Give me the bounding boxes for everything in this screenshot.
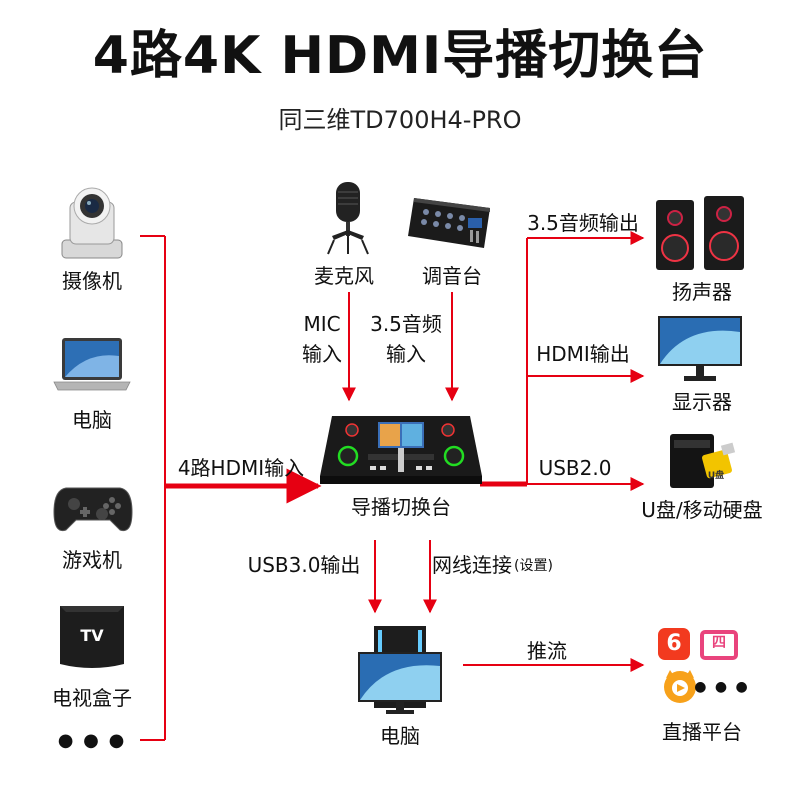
video-switcher-icon [318, 412, 484, 488]
network-note: (设置) [514, 559, 553, 573]
camera-label: 摄像机 [62, 271, 122, 291]
game-console-label: 游戏机 [62, 550, 122, 570]
monitor-icon [656, 314, 744, 384]
usb-drive-label: U盘/移动硬盘 [641, 500, 762, 520]
hdmi-output-label: HDMI输出 [536, 344, 630, 364]
network-label: 网线连接 [432, 555, 512, 575]
laptop-label: 电脑 [72, 410, 112, 430]
mic-input-label-line1: MIC [303, 314, 340, 334]
platform-logo-2-text: 四 [712, 636, 726, 650]
hdmi-input-label: 4路HDMI输入 [178, 458, 304, 478]
ptz-camera-icon [56, 182, 128, 262]
line-input-label-line1: 3.5音频 [370, 314, 442, 334]
stream-label: 推流 [527, 641, 567, 661]
microphone-icon [322, 178, 374, 258]
usb2-output-label: USB2.0 [539, 458, 612, 478]
audio-mixer-icon [406, 188, 498, 254]
gamepad-icon [52, 480, 134, 536]
audio-output-label: 3.5音频输出 [527, 213, 639, 233]
monitor-label: 显示器 [672, 392, 732, 412]
platform-label: 直播平台 [662, 722, 742, 742]
desktop-pc-icon [356, 624, 444, 716]
platform-logo-1-text: 6 [666, 633, 681, 655]
tv-box-label: 电视盒子 [52, 688, 132, 708]
more-inputs-dots: ● ● ● [58, 732, 127, 750]
mixer-label: 调音台 [422, 266, 482, 286]
speaker-label: 扬声器 [672, 282, 732, 302]
switcher-label: 导播切换台 [351, 497, 451, 517]
pc-label: 电脑 [380, 726, 420, 746]
usb-drive-icon [664, 428, 740, 492]
tv-box-logo: TV [80, 628, 103, 644]
mic-label: 麦克风 [314, 266, 374, 286]
usb3-output-label: USB3.0输出 [248, 555, 361, 575]
speakers-icon [654, 194, 746, 274]
mic-input-label-line2: 输入 [302, 344, 342, 364]
platform-more-dots: ● ● ● [694, 680, 750, 694]
laptop-icon [52, 336, 132, 394]
usb-drive-logo: U盘 [708, 472, 724, 481]
line-input-label-line2: 输入 [386, 344, 426, 364]
